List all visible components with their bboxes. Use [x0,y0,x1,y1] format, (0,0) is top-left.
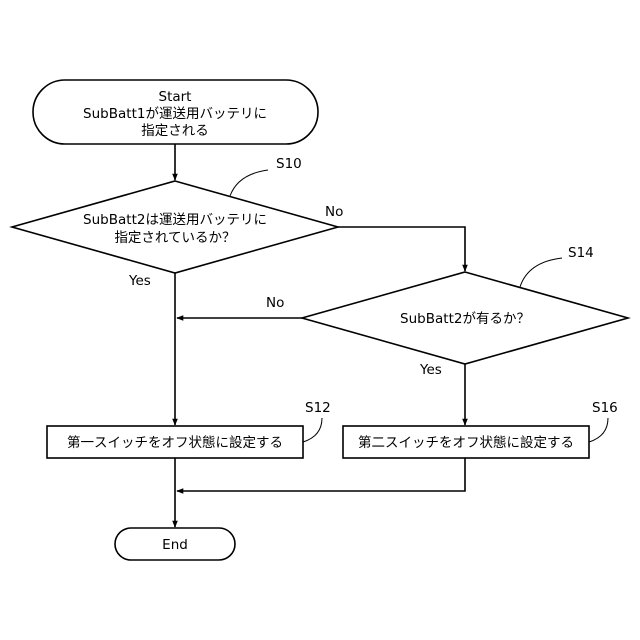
s14-step-label: S14 [568,245,594,261]
s10-step-label: S10 [276,156,302,172]
start-text-line-2: 指定される [141,123,209,139]
s10-step-leader [230,170,268,196]
s10-yes-label: Yes [128,273,151,289]
s10-question-line-1: SubBatt2は運送用バッテリに [83,212,267,228]
process-s12: 第一スイッチをオフ状態に設定する [47,426,303,458]
start-label: Start [159,89,192,105]
end-terminal: End [115,528,235,560]
s12-text: 第一スイッチをオフ状態に設定する [67,434,283,451]
s10-question-line-2: 指定されているか？ [114,230,235,246]
s12-step-leader [303,418,322,442]
s16-step-leader [589,418,608,442]
decision-s14: SubBatt2が有るか？ [302,272,628,364]
s12-step-label: S12 [305,400,331,416]
s14-step-leader [520,258,562,287]
s14-question: SubBatt2が有るか？ [400,311,530,327]
start-terminal: Start SubBatt1が運送用バッテリに 指定される [33,80,318,144]
connector-s16-merge [177,458,465,491]
start-text-line-1: SubBatt1が運送用バッテリに [83,106,267,122]
s16-text: 第二スイッチをオフ状態に設定する [358,434,574,451]
s14-no-label: No [266,295,284,311]
s10-no-label: No [325,204,343,220]
s16-step-label: S16 [592,400,618,416]
process-s16: 第二スイッチをオフ状態に設定する [343,426,589,458]
end-label: End [162,537,188,553]
s14-yes-label: Yes [419,362,442,378]
decision-s10: SubBatt2は運送用バッテリに 指定されているか？ [12,181,338,273]
connector-s10-no [338,227,465,271]
